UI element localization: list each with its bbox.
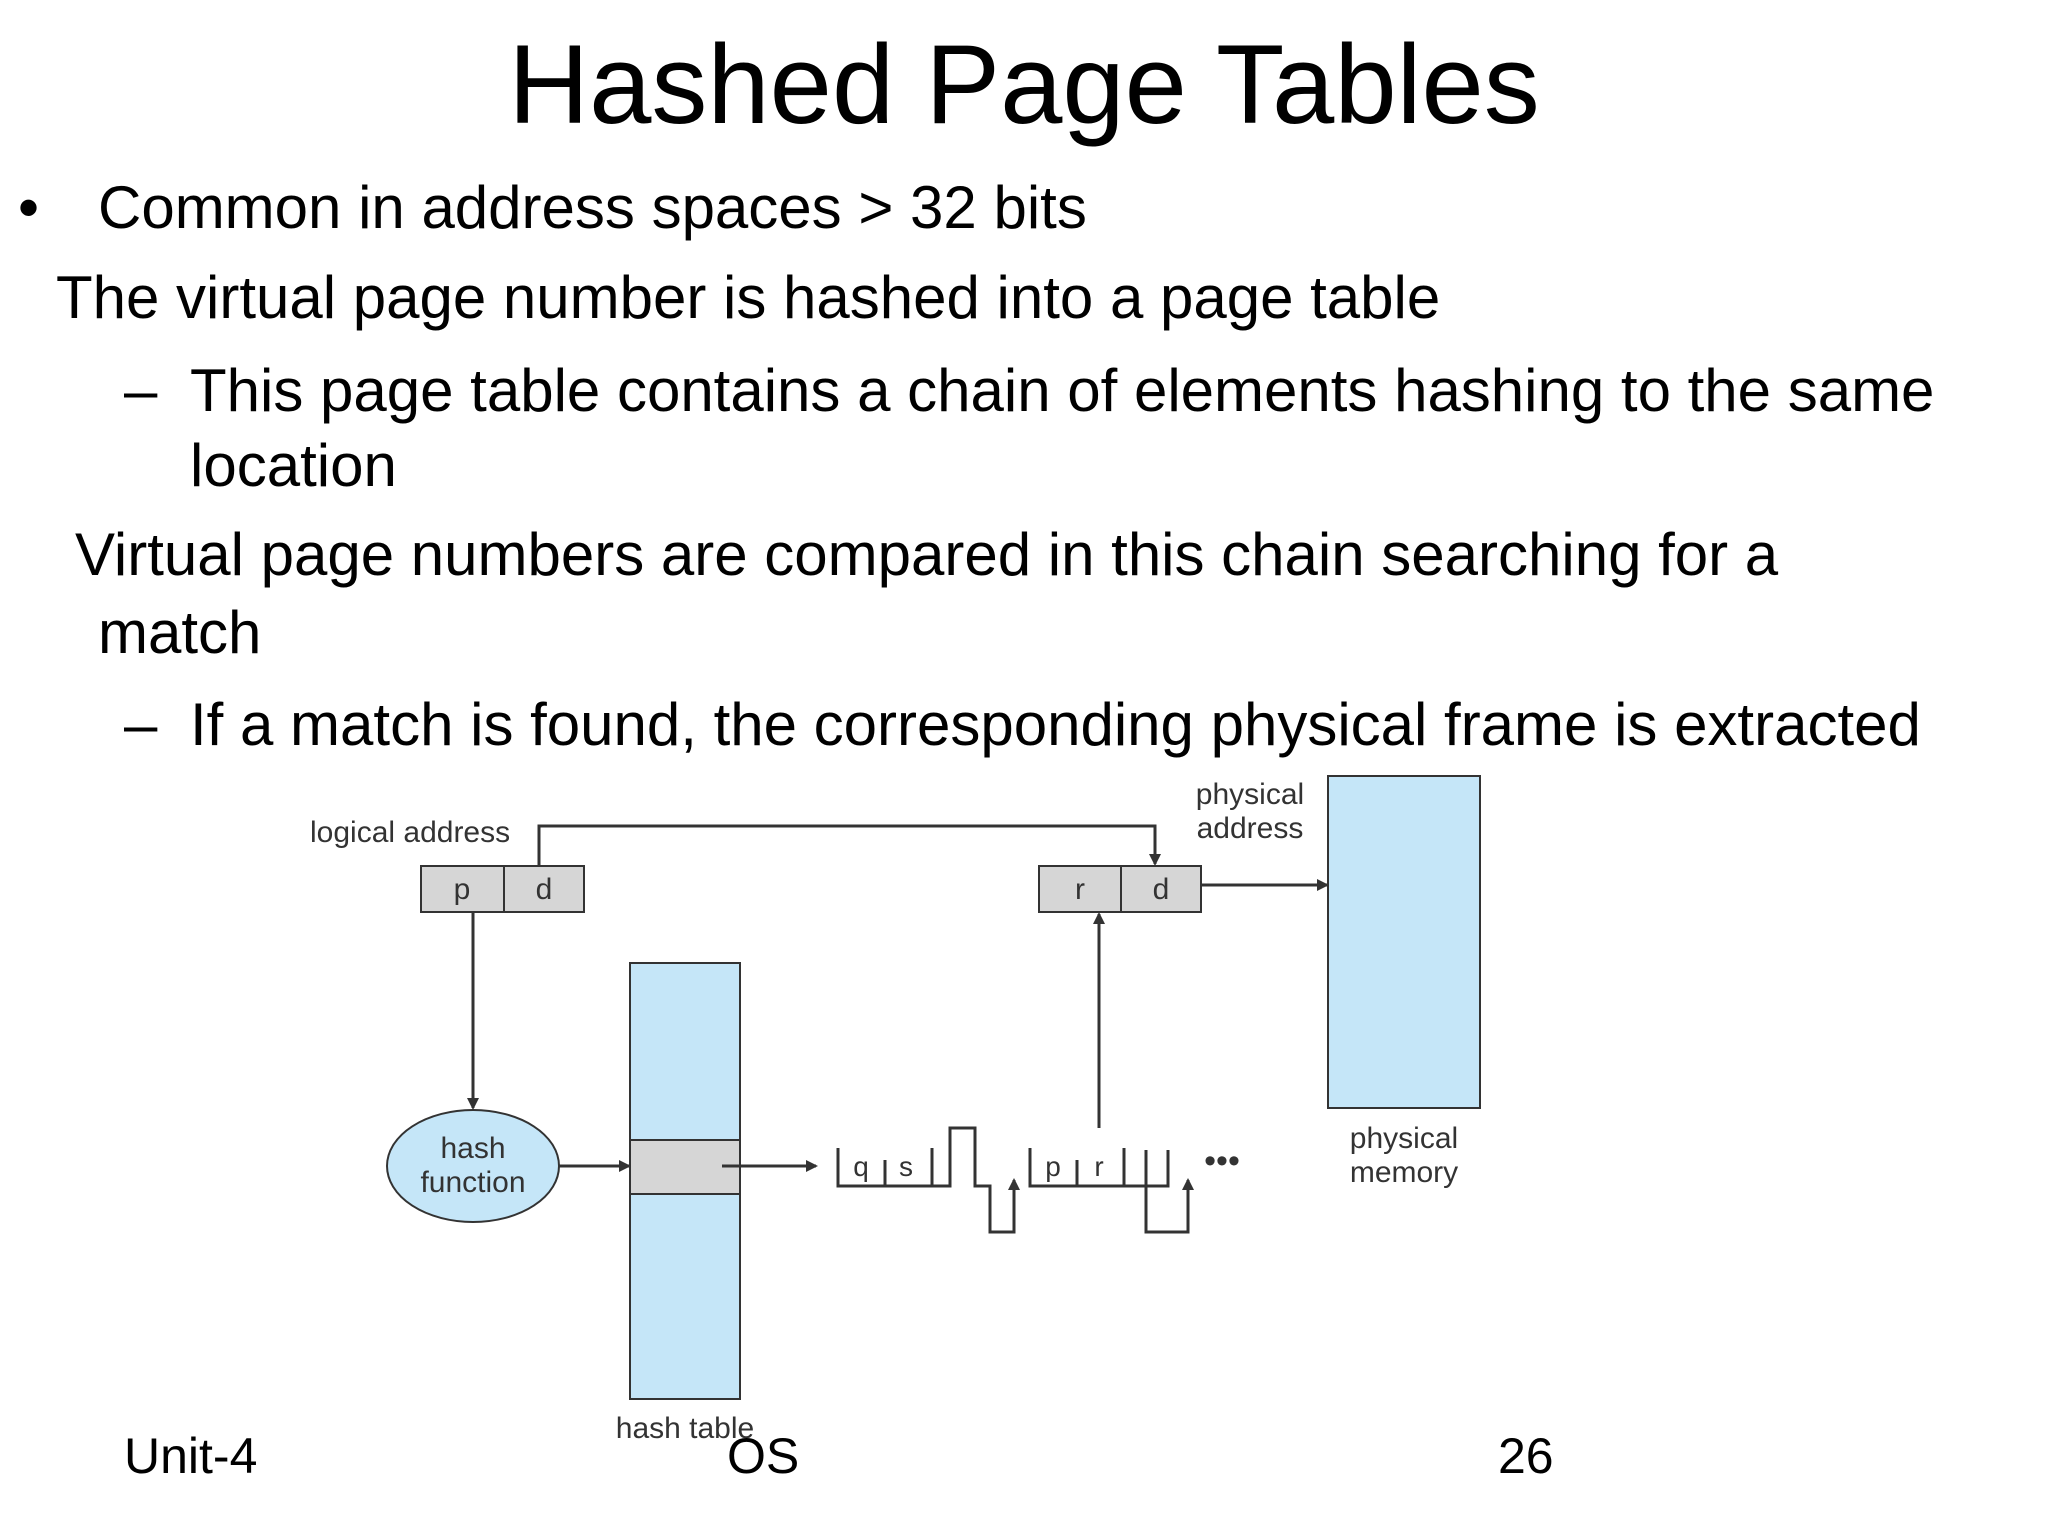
slide-title: Hashed Page Tables xyxy=(508,22,1540,147)
hash-function-label-line2: function xyxy=(420,1166,525,1199)
sub-bullet-chain-line1: This page table contains a chain of elem… xyxy=(190,357,1935,424)
physical-address-label-line2: address xyxy=(1197,812,1304,845)
hash-table-label: hash table xyxy=(616,1412,754,1445)
chain-node-1-s: s xyxy=(899,1151,913,1182)
physical-d-cell xyxy=(1120,865,1202,913)
chain-node-2-r: r xyxy=(1094,1151,1103,1182)
physical-memory-label-line2: memory xyxy=(1350,1156,1458,1189)
physical-memory-block xyxy=(1327,775,1481,1109)
sub-bullet-chain-line2: location xyxy=(190,432,397,499)
hash-function-label-line1: hash xyxy=(440,1132,505,1165)
bullet-compare-line2: match xyxy=(98,599,262,666)
chain-ellipsis: ••• xyxy=(1204,1142,1240,1180)
dash-glyph: – xyxy=(124,357,158,424)
bullet-glyph: • xyxy=(18,174,40,241)
footer-unit: Unit-4 xyxy=(124,1428,258,1484)
logical-p-cell xyxy=(420,865,505,913)
physical-d-text: d xyxy=(1153,873,1170,906)
physical-memory-label-line1: physical xyxy=(1350,1122,1458,1155)
logical-address-label: logical address xyxy=(310,816,510,849)
sub-bullet-match-found: If a match is found, the corresponding p… xyxy=(190,691,1921,758)
physical-r-text: r xyxy=(1075,873,1085,906)
chain-link-2 xyxy=(1144,1178,1194,1234)
chain-node-2-p: p xyxy=(1045,1151,1061,1182)
logical-d-text: d xyxy=(536,873,553,906)
bullet-virtual-page-hashed: The virtual page number is hashed into a… xyxy=(56,264,1441,331)
footer-page-number: 26 xyxy=(1498,1428,1554,1484)
offset-copy-arrow xyxy=(537,824,1161,866)
bullet-compare-line1: Virtual page numbers are compared in thi… xyxy=(75,521,1779,588)
logical-p-text: p xyxy=(454,873,471,906)
bullet-common-address-spaces: Common in address spaces > 32 bits xyxy=(98,174,1087,241)
physical-address-label-line1: physical xyxy=(1196,778,1304,811)
chain-node-1 xyxy=(836,1148,934,1188)
dash-glyph-2: – xyxy=(124,691,158,758)
chain-node-2 xyxy=(1028,1148,1126,1188)
footer-course: OS xyxy=(727,1428,800,1484)
chain-node-2-pointer xyxy=(1124,1150,1170,1188)
hash-table-selected-entry xyxy=(629,1139,741,1195)
chain-link-1 xyxy=(932,1126,1020,1234)
logical-d-cell xyxy=(503,865,585,913)
chain-node-1-q: q xyxy=(853,1151,869,1182)
physical-r-cell xyxy=(1038,865,1122,913)
